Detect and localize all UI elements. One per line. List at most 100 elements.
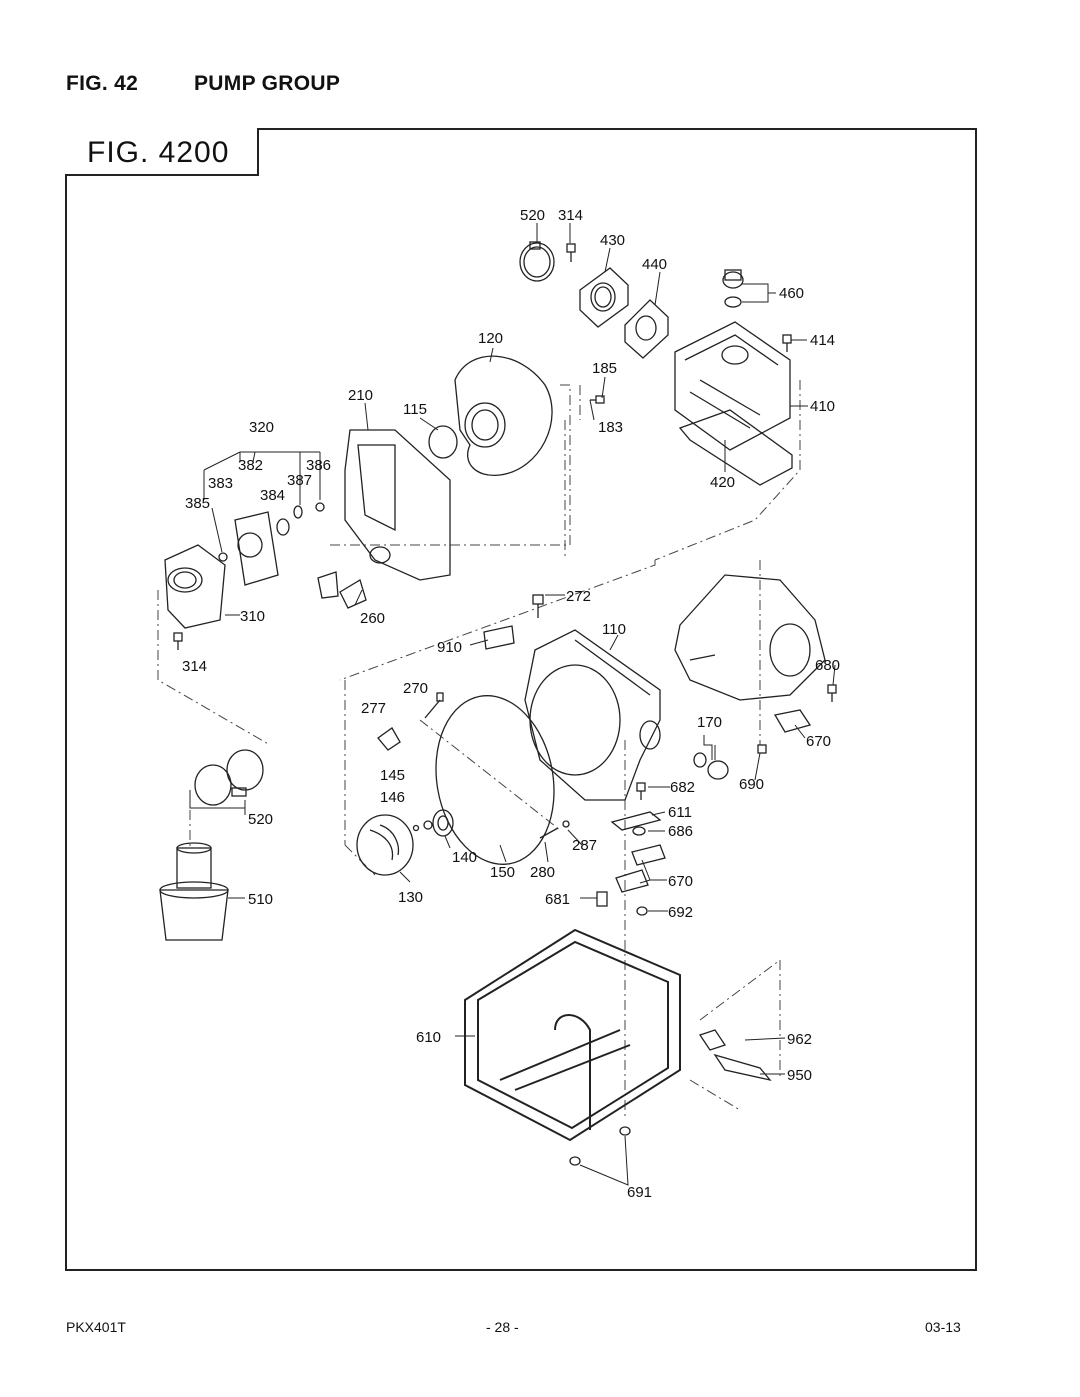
nut-692 bbox=[636, 906, 648, 916]
callout-150: 150 bbox=[490, 864, 515, 881]
callout-130: 130 bbox=[398, 889, 423, 906]
callout-314-side: 314 bbox=[182, 658, 207, 675]
bolt-314-top bbox=[566, 243, 576, 262]
callout-185: 185 bbox=[592, 360, 617, 377]
o-ring-387 bbox=[293, 505, 303, 519]
figure-number: FIG. 42 bbox=[66, 72, 139, 95]
callout-280: 280 bbox=[530, 864, 555, 881]
washer-686 bbox=[632, 826, 646, 836]
callout-692: 692 bbox=[668, 904, 693, 921]
callout-670-top: 670 bbox=[806, 733, 831, 750]
volute-casing bbox=[454, 355, 553, 476]
impeller bbox=[356, 814, 414, 876]
bracket-962 bbox=[698, 1029, 727, 1051]
label-plate-910 bbox=[483, 625, 515, 650]
washer-146 bbox=[423, 820, 433, 830]
bolt-680 bbox=[827, 684, 837, 702]
drain-bolt-183 bbox=[590, 395, 605, 404]
callout-680: 680 bbox=[815, 657, 840, 674]
washer-287 bbox=[562, 820, 570, 828]
callout-440: 440 bbox=[642, 256, 667, 273]
footer-model: PKX401T bbox=[66, 1319, 126, 1335]
mechanical-seal bbox=[432, 809, 454, 837]
callout-272: 272 bbox=[566, 588, 591, 605]
callout-691: 691 bbox=[627, 1184, 652, 1201]
callout-287: 287 bbox=[572, 837, 597, 854]
callout-384: 384 bbox=[260, 487, 285, 504]
callout-145: 145 bbox=[380, 767, 405, 784]
callout-382: 382 bbox=[238, 457, 263, 474]
bolt-314-side bbox=[173, 632, 183, 650]
callout-510: 510 bbox=[248, 891, 273, 908]
strainer bbox=[159, 842, 229, 941]
discharge-flange bbox=[579, 267, 629, 328]
callout-120: 120 bbox=[478, 330, 503, 347]
pump-casing bbox=[344, 429, 451, 581]
bracket-950 bbox=[713, 1053, 772, 1082]
callout-277: 277 bbox=[361, 700, 386, 717]
figure-title: PUMP GROUP bbox=[194, 72, 341, 95]
callout-labels: 520 314 430 440 460 414 410 420 120 185 … bbox=[182, 207, 840, 1201]
suction-cover-plate bbox=[234, 511, 279, 586]
callout-115: 115 bbox=[403, 401, 427, 418]
callout-387: 387 bbox=[287, 472, 312, 489]
footer-page-number: - 28 - bbox=[486, 1319, 519, 1335]
hose-clamp-top bbox=[519, 241, 555, 282]
vibration-mount-670-lower-b bbox=[615, 869, 649, 893]
vibration-mount-670-lower-a bbox=[631, 844, 666, 866]
callout-910: 910 bbox=[437, 639, 462, 656]
drain-plug-170 bbox=[693, 752, 729, 780]
figure-tab-label: FIG. 4200 bbox=[87, 136, 230, 169]
bolt-383 bbox=[218, 552, 228, 562]
callout-460: 460 bbox=[779, 285, 804, 302]
callout-385: 385 bbox=[185, 495, 210, 512]
figure-tab: FIG. 4200 bbox=[65, 128, 259, 176]
o-ring-115 bbox=[428, 425, 458, 459]
callout-383: 383 bbox=[208, 475, 233, 492]
diagram-frame bbox=[65, 128, 977, 1271]
callout-962: 962 bbox=[787, 1031, 812, 1048]
roll-frame bbox=[464, 928, 681, 1142]
bracket-611 bbox=[610, 811, 662, 831]
hose-clamps-lower bbox=[194, 749, 264, 806]
bolt-682 bbox=[636, 782, 646, 800]
callout-681: 681 bbox=[545, 891, 570, 908]
callout-686: 686 bbox=[668, 823, 693, 840]
callout-314-top: 314 bbox=[558, 207, 583, 224]
cover-gasket bbox=[678, 409, 793, 486]
part-277 bbox=[377, 727, 401, 751]
leader-lines bbox=[189, 223, 836, 1186]
callout-410: 410 bbox=[810, 398, 835, 415]
callout-183: 183 bbox=[598, 419, 623, 436]
callout-950: 950 bbox=[787, 1067, 812, 1084]
callout-386: 386 bbox=[306, 457, 331, 474]
callout-210: 210 bbox=[348, 387, 373, 404]
nut-386 bbox=[315, 502, 325, 512]
bolt-272 bbox=[532, 594, 544, 618]
callout-170: 170 bbox=[697, 714, 722, 731]
callout-520-top: 520 bbox=[520, 207, 545, 224]
callout-414: 414 bbox=[810, 332, 835, 349]
assembly-lines bbox=[157, 380, 801, 1120]
vibration-mount-670-top bbox=[773, 709, 812, 733]
callout-690: 690 bbox=[739, 776, 764, 793]
bolt-690 bbox=[757, 744, 767, 754]
bolt-414 bbox=[782, 334, 792, 352]
callout-610: 610 bbox=[416, 1029, 441, 1046]
fill-cap bbox=[722, 269, 744, 308]
callout-320: 320 bbox=[249, 419, 274, 436]
nuts-691 bbox=[569, 1126, 631, 1166]
callout-146: 146 bbox=[380, 789, 405, 806]
flange-gasket bbox=[624, 299, 669, 359]
callout-682: 682 bbox=[670, 779, 695, 796]
callout-430: 430 bbox=[600, 232, 625, 249]
callout-140: 140 bbox=[452, 849, 477, 866]
engine-block bbox=[674, 574, 826, 701]
callout-520-lower: 520 bbox=[248, 811, 273, 828]
pump-bracket bbox=[524, 629, 661, 801]
callout-670-lower: 670 bbox=[668, 873, 693, 890]
fitting-681 bbox=[596, 891, 608, 907]
bolt-270 bbox=[424, 692, 444, 719]
callout-310: 310 bbox=[240, 608, 265, 625]
